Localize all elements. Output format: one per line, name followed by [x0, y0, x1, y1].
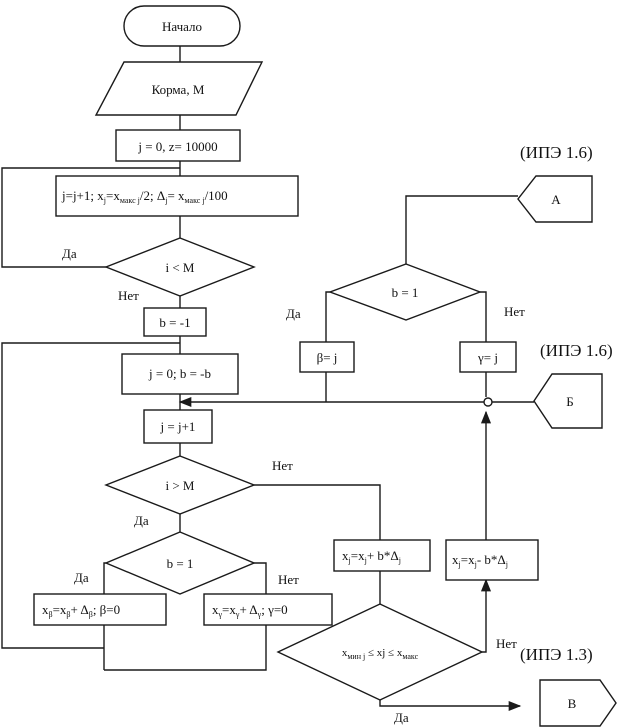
decision-i-lt-m-label: i < M [165, 260, 194, 275]
label-net-4: Нет [504, 304, 525, 319]
connector-v: В [539, 679, 617, 727]
input-parallelogram: Корма, М [94, 61, 264, 116]
assign-gamma-label: xγ=xγ+ Δγ; γ=0 [212, 602, 288, 619]
gamma-j-block: γ= j [459, 341, 517, 373]
decision-range-check-label: xмин j ≤ xj ≤ xмакс [342, 647, 419, 661]
start-label: Начало [162, 19, 202, 34]
decision-b1-right: b = 1 [327, 263, 482, 321]
connector-a: А [517, 175, 593, 223]
update-plus-block: xj=xj+ b*Δj [333, 539, 431, 572]
label-da-1: Да [62, 246, 77, 261]
init-block: j = 0, z= 10000 [115, 129, 241, 162]
connector-v-label: В [568, 696, 577, 711]
label-net-5: Нет [496, 636, 517, 651]
label-da-3: Да [74, 570, 89, 585]
reference-ipe-13: (ИПЭ 1.3) [520, 645, 593, 664]
label-net-1: Нет [118, 288, 139, 303]
label-net-3: Нет [278, 572, 299, 587]
reference-ipe-16-b: (ИПЭ 1.6) [540, 341, 613, 360]
assign-beta-label: xβ=xβ+ Δβ; β=0 [42, 602, 120, 619]
start-terminator: Начало [123, 5, 241, 47]
input-label: Корма, М [152, 82, 205, 97]
b-neg1-block: b = -1 [143, 307, 207, 337]
label-net-2: Нет [272, 458, 293, 473]
b-neg1-label: b = -1 [159, 315, 190, 330]
assign-gamma-block: xγ=xγ+ Δγ; γ=0 [203, 593, 333, 626]
update-minus-label: xj=xj- b*Δj [452, 552, 508, 569]
loop-step-block: j=j+1; xj=xмакс j/2; Δj= xмакс j/100 [55, 175, 299, 217]
decision-i-gt-m-label: i > M [165, 478, 194, 493]
gamma-j-label: γ= j [477, 350, 498, 365]
decision-b1-left-label: b = 1 [167, 556, 194, 571]
reference-ipe-16-a: (ИПЭ 1.6) [520, 143, 593, 162]
reset-block: j = 0; b = -b [121, 353, 239, 395]
connector-a-label: А [551, 192, 561, 207]
connector-b: Б [533, 373, 603, 429]
label-da-2: Да [134, 513, 149, 528]
decision-b1-right-label: b = 1 [392, 285, 419, 300]
decision-i-lt-m: i < M [104, 237, 256, 297]
update-minus-block: xj=xj- b*Δj [445, 539, 539, 581]
connector-b-label: Б [566, 394, 573, 409]
loop-step-label: j=j+1; xj=xмакс j/2; Δj= xмакс j/100 [61, 188, 228, 205]
j-inc-label: j = j+1 [160, 419, 196, 434]
reset-label: j = 0; b = -b [148, 366, 211, 381]
assign-beta-block: xβ=xβ+ Δβ; β=0 [33, 593, 167, 626]
update-plus-label: xj=xj+ b*Δj [342, 548, 401, 565]
junction-circle [483, 397, 493, 407]
connector-lines [1, 46, 534, 712]
decision-range-check: xмин j ≤ xj ≤ xмакс [276, 603, 484, 701]
decision-b1-left: b = 1 [104, 531, 256, 595]
j-inc-block: j = j+1 [143, 409, 213, 444]
init-label: j = 0, z= 10000 [137, 139, 217, 154]
label-da-4: Да [286, 306, 301, 321]
decision-i-gt-m: i > M [104, 455, 256, 515]
label-da-5: Да [394, 710, 409, 725]
beta-j-block: β= j [299, 341, 355, 373]
beta-j-label: β= j [317, 350, 338, 365]
